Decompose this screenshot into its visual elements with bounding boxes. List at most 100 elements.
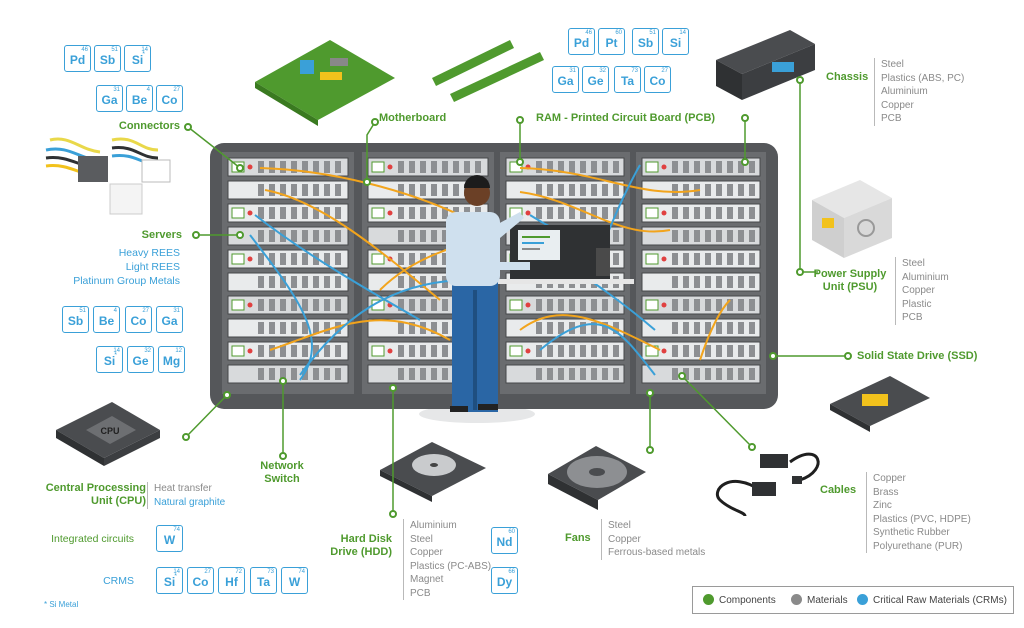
atomic-number: 66 [508, 569, 515, 575]
element-symbol: Mg [162, 354, 181, 368]
bay-slot [291, 368, 297, 380]
bay-slot [727, 345, 733, 357]
status-light [525, 302, 531, 308]
bay-slot [398, 207, 404, 219]
bay-slot [409, 161, 415, 173]
bay-slot [442, 161, 448, 173]
status-light [247, 348, 253, 354]
material-item: Plastics (PC-ABS) [410, 560, 492, 572]
bay-indicator [371, 207, 385, 219]
bay-slot [569, 368, 575, 380]
bay-slot [269, 299, 275, 311]
bay-slot [258, 230, 264, 242]
bay-slot [749, 368, 755, 380]
bay-slot [420, 345, 426, 357]
bay-slot [749, 184, 755, 196]
bay-slot [705, 161, 711, 173]
cpu-label: Central Processing Unit (CPU) [28, 482, 146, 508]
bay-slot [420, 184, 426, 196]
bay-slot [749, 207, 755, 219]
bay-slot [420, 207, 426, 219]
fan-illustration [548, 446, 646, 510]
bay-indicator [231, 253, 245, 265]
bay-slot [683, 230, 689, 242]
atomic-number: 14 [679, 30, 686, 36]
bay-slot [591, 322, 597, 334]
bay-slot [749, 299, 755, 311]
bay-slot [694, 322, 700, 334]
bay-slot [536, 345, 542, 357]
bay-slot [705, 207, 711, 219]
status-light [525, 348, 531, 354]
bay-slot [335, 276, 341, 288]
bay-slot [591, 207, 597, 219]
bay-slot [569, 207, 575, 219]
bay-slot [738, 230, 744, 242]
element-symbol: Be [98, 314, 115, 328]
bay-slot [727, 368, 733, 380]
crms-label: CRMS [103, 575, 134, 587]
bay-slot [591, 345, 597, 357]
element-symbol: Dy [496, 575, 513, 589]
bay-slot [683, 161, 689, 173]
element-symbol: Pd [573, 36, 590, 50]
bay-slot [313, 207, 319, 219]
bay-slot [398, 276, 404, 288]
bay-slot [280, 276, 286, 288]
material-item: Copper [881, 99, 914, 111]
legend: Components Materials Critical Raw Materi… [692, 586, 1014, 614]
bay-slot [409, 207, 415, 219]
bay-slot [672, 161, 678, 173]
bay-indicator [645, 161, 659, 173]
bay-slot [727, 299, 733, 311]
bay-slot [536, 322, 542, 334]
bay-slot [431, 322, 437, 334]
bay-slot [313, 184, 319, 196]
bay-slot [602, 161, 608, 173]
legend-components-text: Components [719, 595, 776, 606]
element-symbol: Pt [605, 36, 618, 50]
bay-slot [738, 345, 744, 357]
bay-slot [291, 207, 297, 219]
element-symbol: Si [669, 36, 682, 50]
bay-slot [335, 230, 341, 242]
atomic-number: 14 [113, 348, 120, 354]
bay-slot [280, 161, 286, 173]
bay-slot [694, 161, 700, 173]
bay-slot [727, 161, 733, 173]
bay-slot [335, 345, 341, 357]
bay-slot [398, 184, 404, 196]
material-item: Polyurethane (PUR) [873, 540, 963, 552]
cpu-label-line1: Central Processing [45, 482, 146, 494]
bay-slot [569, 184, 575, 196]
element-symbol: Ga [557, 74, 574, 88]
bay-slot [683, 345, 689, 357]
bay-indicator [645, 299, 659, 311]
atomic-number: 31 [113, 87, 120, 93]
bay-slot [727, 322, 733, 334]
bay-slot [580, 184, 586, 196]
bay-indicator [509, 299, 523, 311]
bay-slot [291, 184, 297, 196]
bay-slot [409, 299, 415, 311]
material-item: PCB [410, 587, 431, 599]
bay-slot [580, 322, 586, 334]
bay-slot [749, 276, 755, 288]
bay-slot [705, 184, 711, 196]
bay-slot [291, 276, 297, 288]
atomic-number: 51 [111, 47, 118, 53]
bay-slot [683, 253, 689, 265]
bay-slot [602, 207, 608, 219]
bay-slot [302, 184, 308, 196]
